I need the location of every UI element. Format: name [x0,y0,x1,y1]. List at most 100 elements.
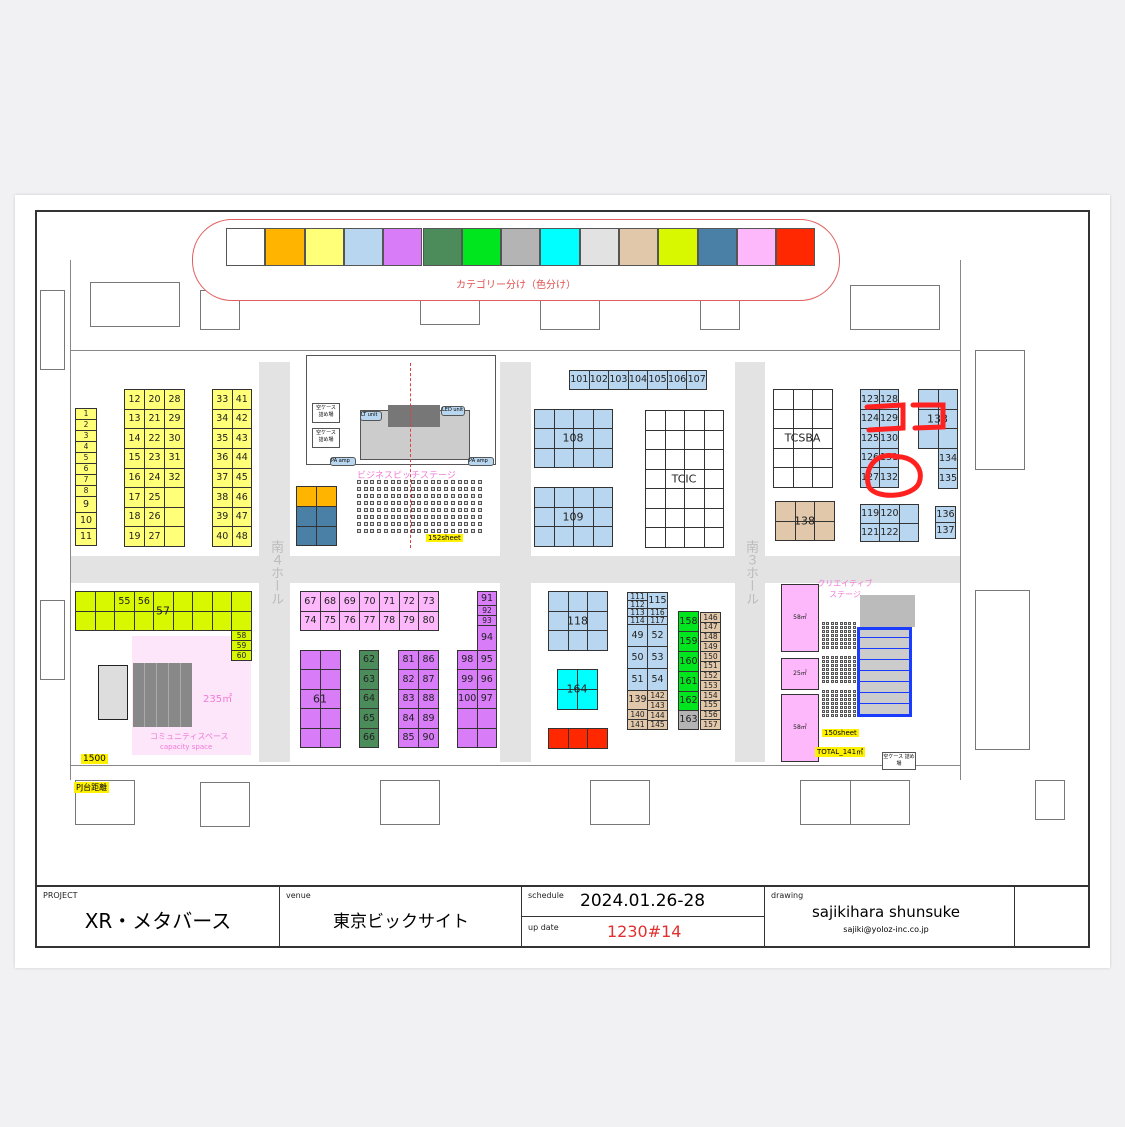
booth-cell[interactable] [457,727,478,748]
booth-cell[interactable]: 106 [666,370,688,390]
booth-cell[interactable] [300,669,321,690]
booth-cell[interactable] [587,630,608,651]
booth-cell[interactable] [775,501,796,522]
booth-cell[interactable]: 75 [319,610,341,631]
booth-cell[interactable]: 78 [378,610,400,631]
booth-cell[interactable]: 37 [212,467,233,489]
booth-cell[interactable]: 73 [418,591,439,612]
booth-cell[interactable]: 72 [398,591,420,612]
booth-cell[interactable] [553,506,574,528]
booth-cell[interactable] [300,708,321,729]
booth-cell[interactable] [476,708,497,729]
booth-cell[interactable]: 81 [398,650,419,671]
booth-cell[interactable] [812,389,833,410]
booth-cell[interactable]: 68 [319,591,341,612]
booth-cell[interactable]: 64 [359,688,379,710]
booth-cell[interactable] [534,428,555,449]
booth-cell[interactable] [592,487,613,508]
booth-cell[interactable]: 163 [678,710,699,730]
booth-cell[interactable] [794,520,816,541]
booth-cell[interactable]: 34 [212,408,233,430]
booth-cell[interactable] [664,429,685,451]
booth-cell[interactable] [577,689,598,710]
booth-cell[interactable]: 19 [124,526,145,547]
booth-cell[interactable]: 60 [231,650,252,661]
booth-cell[interactable] [684,507,705,529]
booth-cell[interactable]: 18 [124,506,145,528]
booth-cell[interactable] [316,525,337,546]
booth-cell[interactable] [320,669,341,690]
booth-cell[interactable]: 88 [418,688,439,710]
booth-cell[interactable]: 2 [75,419,97,431]
booth-cell[interactable] [300,688,321,710]
booth-cell[interactable] [534,487,555,508]
booth-cell[interactable]: 35 [212,428,233,449]
booth-cell[interactable] [164,487,185,508]
booth-cell[interactable]: 38 [212,487,233,508]
booth-cell[interactable] [664,468,685,490]
booth-cell[interactable] [592,428,613,449]
booth-cell[interactable]: 53 [647,646,668,669]
booth-cell[interactable] [773,428,794,449]
booth-cell[interactable] [703,527,724,548]
booth-cell[interactable] [684,488,705,509]
booth-cell[interactable]: 44 [231,447,252,469]
booth-cell[interactable]: 71 [378,591,400,612]
booth-cell[interactable] [684,468,705,490]
booth-cell[interactable]: 87 [418,669,439,690]
booth-cell[interactable] [792,389,814,410]
booth-cell[interactable]: 21 [144,408,165,430]
booth-cell[interactable]: 14 [124,428,145,449]
booth-cell[interactable]: 95 [476,650,497,671]
booth-cell[interactable] [567,591,589,612]
booth-cell[interactable]: 90 [418,727,439,748]
booth-cell[interactable] [573,409,594,430]
booth-cell[interactable]: 98 [457,650,478,671]
booth-cell[interactable]: 139 [627,690,648,710]
booth-cell[interactable] [320,708,341,729]
booth-cell[interactable]: 103 [608,370,629,390]
booth-cell[interactable] [664,527,685,548]
booth-cell[interactable] [703,468,724,490]
booth-cell[interactable]: 45 [231,467,252,489]
booth-cell[interactable] [573,506,594,528]
booth-cell[interactable] [211,610,233,631]
booth-cell[interactable] [812,408,833,430]
booth-cell[interactable] [684,527,705,548]
booth-cell[interactable]: 79 [398,610,420,631]
booth-cell[interactable] [773,408,794,430]
booth-cell[interactable]: 12 [124,389,145,410]
booth-cell[interactable] [94,610,116,631]
booth-cell[interactable]: 137 [935,522,956,539]
booth-cell[interactable]: 121 [860,522,881,542]
booth-cell[interactable]: 80 [418,610,439,631]
booth-cell[interactable] [557,689,578,710]
booth-cell[interactable]: 119 [860,504,881,524]
booth-cell[interactable] [534,526,555,547]
booth-cell[interactable]: 24 [144,467,165,489]
booth-cell[interactable] [645,449,666,470]
booth-cell[interactable]: 91 [477,591,497,606]
booth-cell[interactable] [898,522,919,542]
booth-cell[interactable]: 47 [231,506,252,528]
booth-cell[interactable] [577,669,598,690]
booth-cell[interactable] [211,591,233,612]
booth-cell[interactable] [587,728,608,749]
booth-cell[interactable] [296,486,317,507]
booth-cell[interactable] [587,610,608,632]
booth-cell[interactable]: 39 [212,506,233,528]
booth-cell[interactable]: 51 [627,668,648,691]
booth-cell[interactable] [684,410,705,431]
booth-cell[interactable]: 94 [477,625,497,651]
booth-cell[interactable] [553,487,574,508]
booth-cell[interactable]: 160 [678,651,699,672]
booth-cell[interactable]: 22 [144,428,165,449]
booth-cell[interactable]: 26 [144,506,165,528]
booth-cell[interactable]: 66 [359,727,379,748]
booth-cell[interactable]: 82 [398,669,419,690]
booth-cell[interactable]: 33 [212,389,233,410]
booth-cell[interactable]: 29 [164,408,185,430]
booth-cell[interactable]: 122 [879,522,900,542]
booth-cell[interactable] [592,506,613,528]
booth-cell[interactable]: 74 [300,610,321,631]
